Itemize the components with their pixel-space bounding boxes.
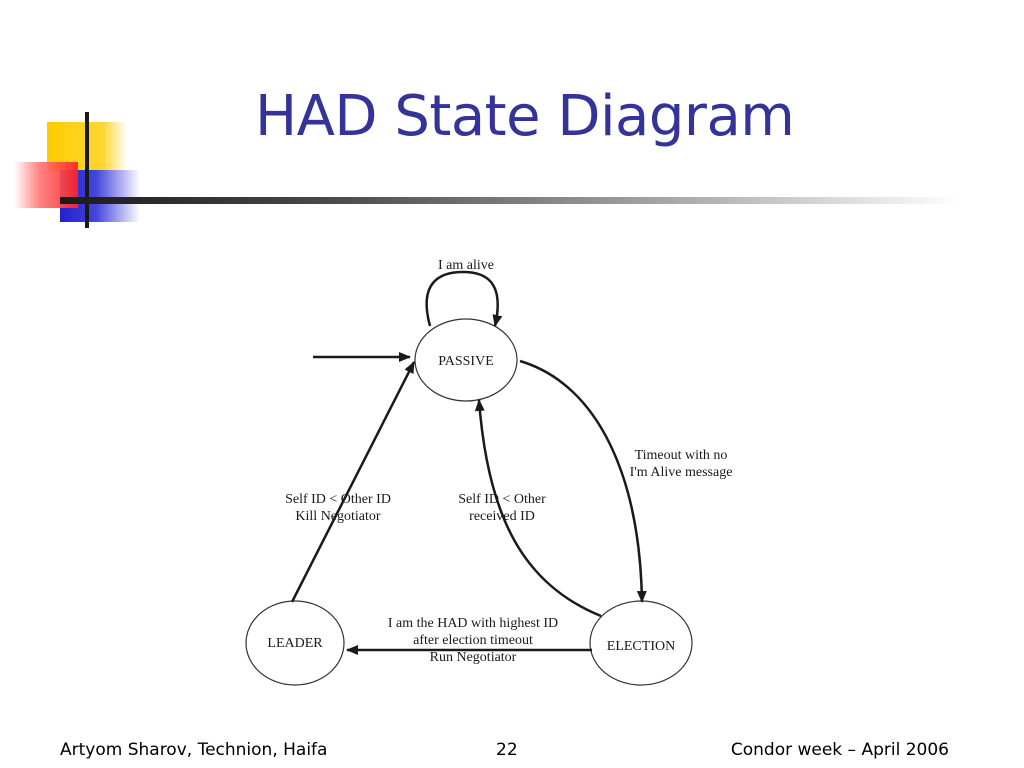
election-to-leader-label-line-3: Run Negotiator: [430, 650, 517, 665]
timeout-transition-arrow: [519, 359, 647, 603]
state-election-label: ELECTION: [607, 639, 675, 654]
state-passive-label: PASSIVE: [438, 354, 494, 369]
election-to-passive-label-line-2: received ID: [469, 509, 535, 524]
footer-event: Condor week – April 2006: [730, 740, 949, 760]
footer-author: Artyom Sharov, Technion, Haifa: [60, 740, 328, 760]
deco-vertical-line: [85, 112, 89, 228]
leader-to-passive-label-line-1: Self ID < Other ID: [285, 492, 391, 507]
slide-title: HAD State Diagram: [255, 84, 795, 149]
self-loop-arrow: [425, 270, 503, 327]
state-passive-circle: [414, 318, 518, 402]
state-leader: LEADER: [245, 600, 345, 686]
election-to-leader-label-line-2: after election timeout: [413, 633, 533, 648]
timeout-label-line-2: I'm Alive message: [630, 465, 733, 480]
footer-page-number: 22: [496, 740, 518, 760]
election-to-leader-label-line-1: I am the HAD with highest ID: [388, 616, 558, 631]
election-to-passive-label-line-1: Self ID < Other: [458, 492, 546, 507]
state-election: ELECTION: [589, 600, 693, 686]
leader-to-passive-label-line-2: Kill Negotiator: [295, 509, 380, 524]
leader-to-passive-arrow: [290, 361, 416, 603]
election-to-passive-arrow: [474, 399, 602, 618]
slide-decoration: [14, 112, 140, 228]
state-leader-label: LEADER: [267, 636, 323, 651]
state-passive: PASSIVE: [414, 318, 518, 402]
title-underline: [60, 197, 960, 204]
state-leader-circle: [245, 600, 345, 686]
timeout-label-line-1: Timeout with no: [635, 448, 728, 463]
self-loop-label: I am alive: [438, 258, 494, 273]
